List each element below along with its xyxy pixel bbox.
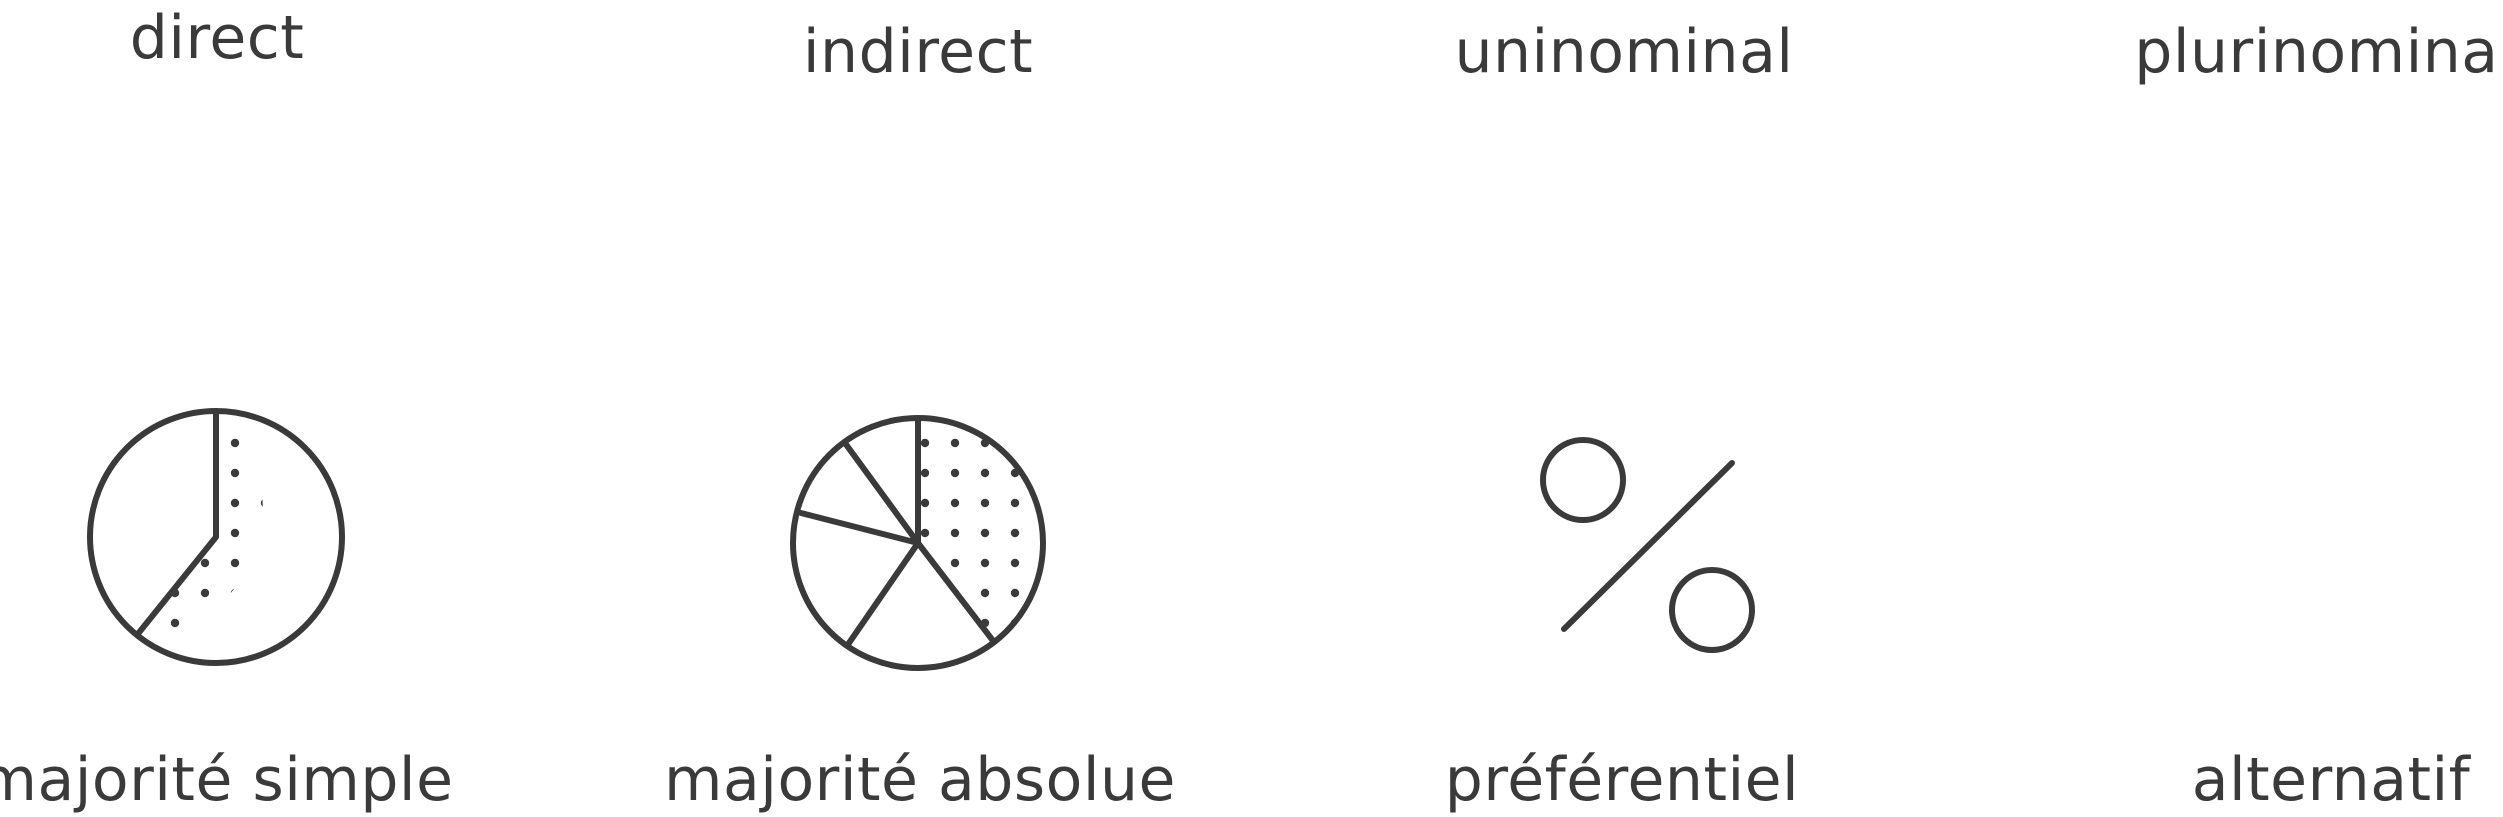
label-indirect: indirect bbox=[802, 17, 1034, 87]
label-uninominal: uninominal bbox=[1454, 17, 1794, 87]
label-alternatif: alternatif bbox=[2191, 745, 2471, 815]
pie-chart-simple-majority-icon bbox=[87, 408, 345, 666]
label-majorite-absolue: majorité absolue bbox=[664, 745, 1176, 815]
pie-chart-absolute-majority-icon bbox=[790, 415, 1046, 671]
label-majorite-simple: majorité simple bbox=[0, 745, 454, 815]
label-preferentiel: préférentiel bbox=[1444, 745, 1800, 815]
percent-icon bbox=[1540, 437, 1755, 653]
label-plurinominal: plurinominal bbox=[2134, 17, 2503, 87]
pie-dotted-slice bbox=[137, 411, 263, 635]
label-direct: direct bbox=[129, 3, 305, 73]
pie-dotted-slice bbox=[918, 418, 1043, 642]
